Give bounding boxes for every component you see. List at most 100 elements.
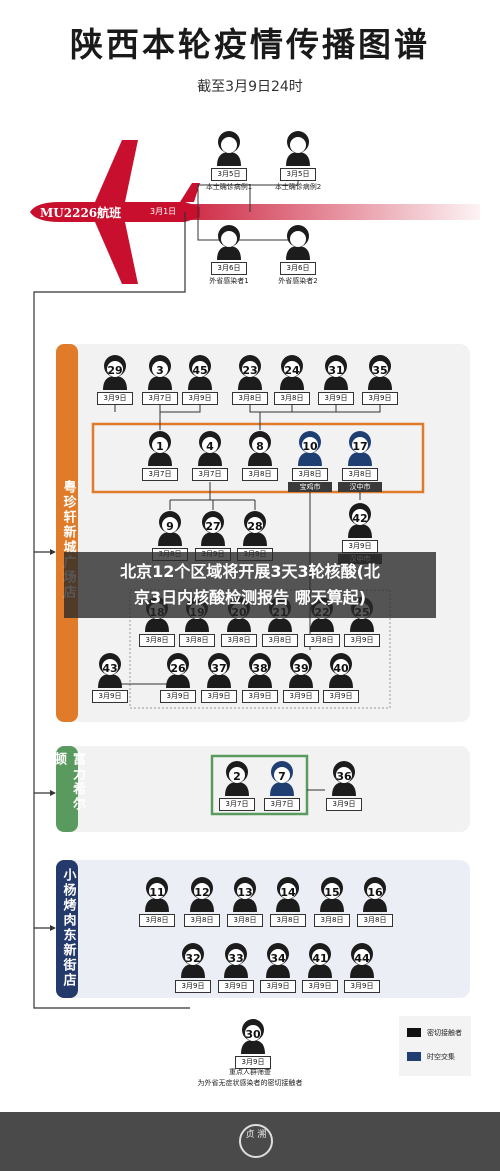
case-number: 2 [233, 770, 241, 783]
case-person: 43 3月9日 [91, 650, 129, 704]
case-person: 3月6日外省感染者1 [209, 222, 249, 285]
case-date: 3月8日 [314, 914, 350, 927]
case-number: 17 [352, 440, 368, 453]
case-date: 3月8日 [357, 914, 393, 927]
case-city-label: 汉中市 [338, 482, 382, 492]
case-number: 44 [354, 952, 370, 965]
person-icon [298, 431, 322, 466]
person-icon [98, 653, 122, 688]
person-icon [368, 355, 392, 390]
person-icon [188, 355, 212, 390]
case-date: 3月8日 [227, 914, 263, 927]
person-icon [181, 943, 205, 978]
case-date: 3月5日 [211, 168, 247, 181]
case-date: 3月9日 [175, 980, 211, 993]
case-date: 3月6日 [280, 262, 316, 275]
case-number: 31 [328, 364, 344, 377]
person-icon [217, 225, 241, 260]
person-icon [190, 877, 214, 912]
case-date: 3月9日 [344, 634, 380, 647]
case-number: 16 [367, 886, 383, 899]
case-caption: 外省感染者2 [278, 277, 318, 285]
person-icon [225, 761, 249, 796]
case-date: 3月6日 [211, 262, 247, 275]
case-date: 3月9日 [182, 392, 218, 405]
case-date: 3月8日 [342, 468, 378, 481]
case-number: 36 [336, 770, 352, 783]
person-icon [270, 761, 294, 796]
person-icon [308, 943, 332, 978]
banner-line-2: 京3日内核酸检测报告 哪天算起) [133, 588, 367, 607]
person-icon [348, 431, 372, 466]
xiaoyang-tab [56, 860, 78, 998]
group-label-hilton: 富力希尔顿 [51, 752, 85, 812]
overlay-banner[interactable]: 北京12个区域将开展3天3轮核酸(北 京3日内核酸检测报告 哪天算起) [64, 552, 436, 618]
hilton-tab [56, 746, 78, 832]
case-date: 3月8日 [221, 634, 257, 647]
legend: 密切接触者 时空交集 [399, 1016, 471, 1076]
person-icon [332, 761, 356, 796]
case-number: 28 [247, 520, 263, 533]
case-person: 3月5日本土确诊病例1 [206, 128, 252, 191]
person-icon [276, 877, 300, 912]
person-icon [103, 355, 127, 390]
legend-swatch-close-contact [407, 1028, 421, 1037]
person-icon [198, 431, 222, 466]
case-date: 3月8日 [292, 468, 328, 481]
case-date: 3月9日 [218, 980, 254, 993]
case-date: 3月8日 [270, 914, 306, 927]
flight-date: 3月1日 [150, 207, 177, 216]
case-date: 3月8日 [232, 392, 268, 405]
case-number: 33 [228, 952, 244, 965]
case-date: 3月7日 [219, 798, 255, 811]
person-icon [348, 503, 372, 538]
screening-caption-1: 重点人群筛查 [229, 1068, 271, 1076]
person-icon [224, 943, 248, 978]
case-number: 43 [102, 662, 118, 675]
arrowhead [50, 925, 56, 931]
case-date: 3月8日 [179, 634, 215, 647]
flight-label: MU2226航班 [40, 206, 122, 220]
case-person: 17 3月8日汉中市 [338, 428, 382, 492]
case-number: 11 [149, 886, 165, 899]
case-caption: 本土确诊病例1 [205, 183, 253, 191]
seal-logo: 贞 溯 [239, 1124, 273, 1158]
case-date: 3月8日 [139, 634, 175, 647]
person-icon [280, 355, 304, 390]
case-date: 3月9日 [302, 980, 338, 993]
person-icon [158, 511, 182, 546]
case-number: 27 [205, 520, 221, 533]
legend-swatch-spacetime [407, 1052, 421, 1061]
case-person: 3月6日外省感染者2 [278, 222, 318, 285]
screening-caption-2: 为外省无症状感染者的密切接触者 [197, 1079, 303, 1087]
person-icon [238, 355, 262, 390]
case-date: 3月9日 [362, 392, 398, 405]
case-person: 33 3月9日 [217, 940, 255, 994]
case-number: 38 [252, 662, 268, 675]
person-icon [363, 877, 387, 912]
case-date: 3月9日 [318, 392, 354, 405]
person-icon [266, 943, 290, 978]
arrowhead [50, 790, 56, 796]
case-date: 3月9日 [92, 690, 128, 703]
person-icon [324, 355, 348, 390]
case-number: 4 [206, 440, 214, 453]
person-icon [166, 653, 190, 688]
